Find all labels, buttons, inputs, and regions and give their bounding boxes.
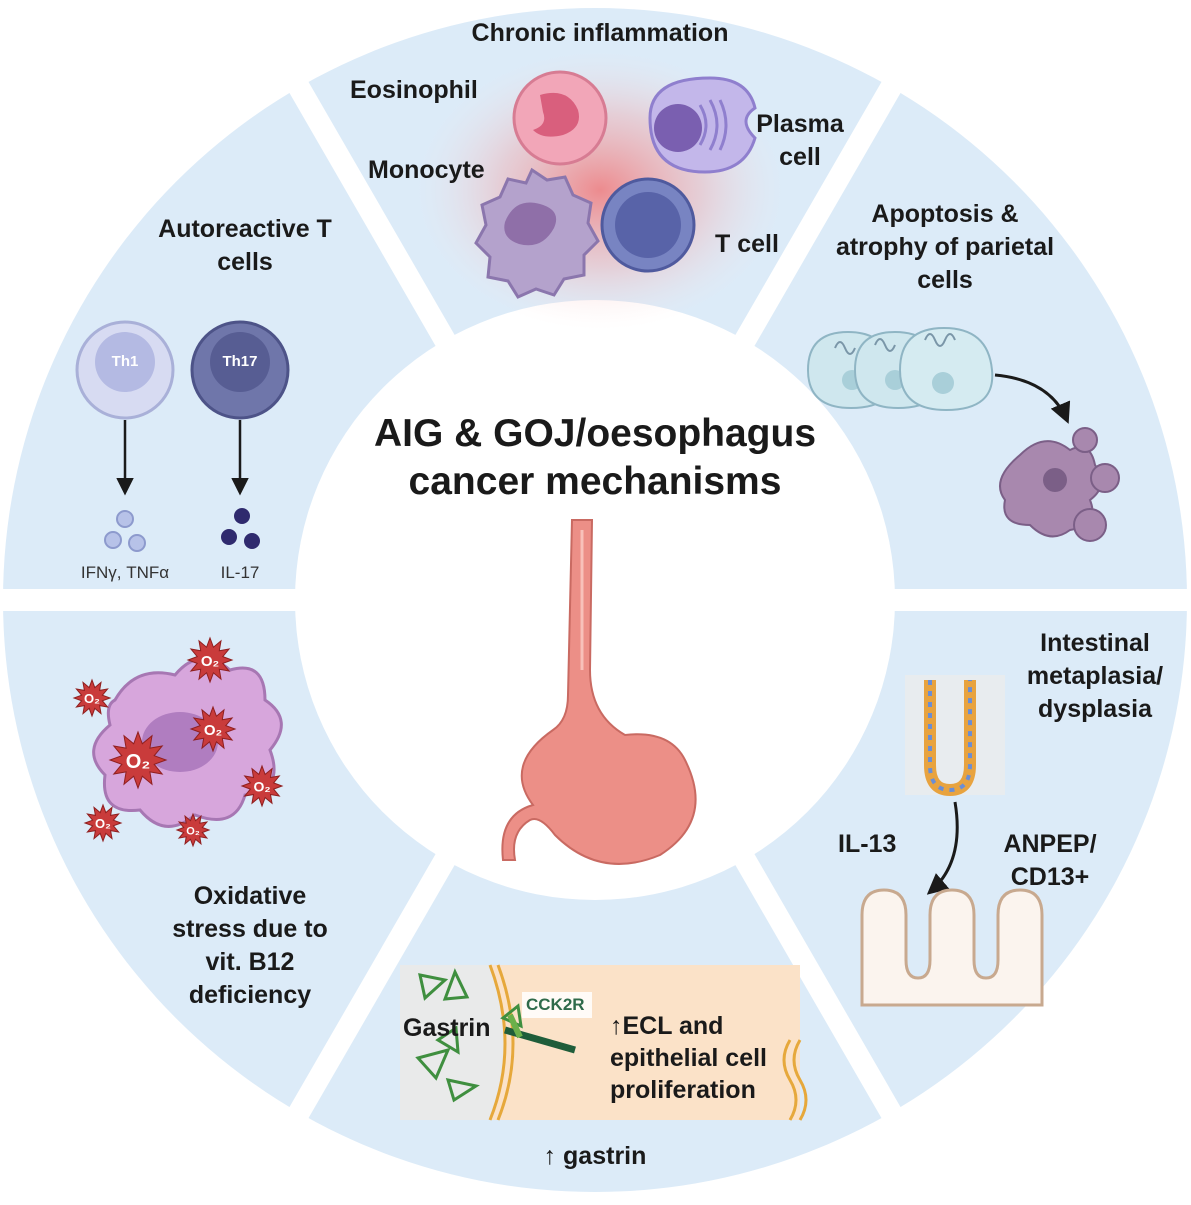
t-cell-label: T cell xyxy=(715,230,779,258)
oxidative-line1: Oxidative xyxy=(193,882,307,910)
monocyte-cell xyxy=(474,167,600,299)
oxidative-stress-label: Oxidative stress due to vit. B12 deficie… xyxy=(140,880,360,1012)
eosinophil-label: Eosinophil xyxy=(350,76,478,104)
oxidative-line4: deficiency xyxy=(188,981,312,1009)
apoptosis-label: Apoptosis & atrophy of parietal cells xyxy=(815,198,1075,297)
o2-label: O₂ xyxy=(84,691,100,706)
gastrin-effect-line2: epithelial cell xyxy=(610,1044,768,1072)
t-cell-inflammation xyxy=(600,177,696,273)
o2-label: O₂ xyxy=(186,825,200,837)
cck2r-label: CCK2R xyxy=(526,995,585,1014)
apoptosis-line1: Apoptosis & xyxy=(871,200,1019,228)
apoptosis-line3: cells xyxy=(917,266,973,294)
il17-dots xyxy=(221,508,260,549)
plasma-cell-label: Plasma cell xyxy=(745,108,855,174)
center-title-line2: cancer mechanisms xyxy=(408,460,782,503)
villi-epithelium xyxy=(860,888,1044,1007)
oxidative-line2: stress due to xyxy=(172,915,328,943)
gastrin-label: Gastrin xyxy=(403,1014,491,1042)
gastrin-panel xyxy=(400,964,808,1121)
anpep-line2: CD13+ xyxy=(1010,863,1090,891)
parietal-cells xyxy=(806,326,994,412)
o2-burst: O₂ xyxy=(108,730,168,790)
gastrin-effect-line3: proliferation xyxy=(610,1076,756,1104)
center-title: AIG & GOJ/oesophagus cancer mechanisms xyxy=(345,410,845,506)
th17-output-label: IL-17 xyxy=(220,563,260,582)
gastrin-effect-label: ↑ECL and epithelial cell proliferation xyxy=(610,1010,767,1106)
anpep-line1: ANPEP/ xyxy=(1003,830,1097,858)
apoptotic-fragments xyxy=(999,427,1120,542)
center-circle xyxy=(295,300,895,900)
chronic-inflammation-heading: Chronic inflammation xyxy=(471,19,729,47)
stomach-illustration xyxy=(501,519,697,865)
o2-label: O₂ xyxy=(95,816,111,831)
th17-label: Th17 xyxy=(222,353,258,370)
o2-burst: O₂ xyxy=(83,803,123,843)
th1-label: Th1 xyxy=(111,353,139,370)
intestinal-crypt xyxy=(905,675,1005,797)
o2-label: O₂ xyxy=(126,751,150,773)
plasma-line1: Plasma xyxy=(756,110,844,138)
metaplasia-line3: dysplasia xyxy=(1038,695,1152,723)
metaplasia-line1: Intestinal xyxy=(1040,629,1150,657)
th1-output-label: IFNγ, TNFα xyxy=(80,563,170,582)
center-title-line1: AIG & GOJ/oesophagus xyxy=(373,412,817,455)
metaplasia-arrow xyxy=(926,801,959,895)
apoptosis-line2: atrophy of parietal xyxy=(835,233,1055,261)
ifn-tnf-dots xyxy=(104,510,146,552)
autoreactive-heading: Autoreactive T cells xyxy=(115,213,375,279)
plasma-cell xyxy=(648,76,757,174)
o2-label: O₂ xyxy=(201,653,219,670)
o2-burst: O₂ xyxy=(175,812,211,848)
o2-label: O₂ xyxy=(253,779,270,795)
monocyte-label: Monocyte xyxy=(368,156,485,184)
eosinophil-cell xyxy=(512,70,608,166)
o2-burst: O₂ xyxy=(240,764,284,808)
o2-burst: O₂ xyxy=(186,636,234,684)
o2-burst: O₂ xyxy=(189,705,237,753)
gastrin-footer-label: ↑ gastrin xyxy=(543,1142,647,1170)
th1-cell xyxy=(75,320,175,420)
autoreactive-line2: cells xyxy=(217,248,273,276)
metaplasia-line2: metaplasia/ xyxy=(1026,662,1164,690)
il13-label: IL-13 xyxy=(838,830,897,858)
anpep-label: ANPEP/ CD13+ xyxy=(985,828,1115,894)
gastrin-effect-line1: ↑ECL and xyxy=(610,1012,724,1040)
th17-cell xyxy=(190,320,290,420)
o2-label: O₂ xyxy=(204,722,222,739)
autoreactive-line1: Autoreactive T xyxy=(158,215,332,243)
apoptosis-arrow xyxy=(994,373,1071,424)
plasma-line2: cell xyxy=(779,143,821,171)
o2-burst: O₂ xyxy=(72,678,112,718)
metaplasia-label: Intestinal metaplasia/ dysplasia xyxy=(1010,627,1180,726)
oxidative-line3: vit. B12 xyxy=(205,948,295,976)
